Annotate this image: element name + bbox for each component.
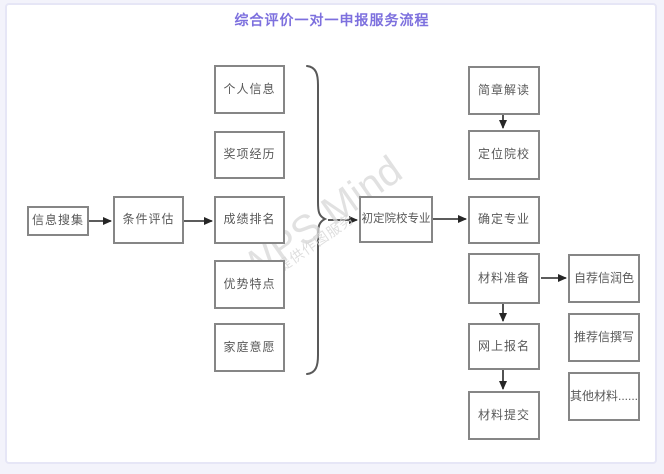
diagram-title: 综合评价一对一申报服务流程 xyxy=(234,12,430,28)
flow-node-info-collect[interactable]: 信息搜集 xyxy=(27,206,89,236)
flow-node-online-apply[interactable]: 网上报名 xyxy=(468,323,540,370)
flow-node-advantage[interactable]: 优势特点 xyxy=(214,260,285,309)
flow-node-condition-eval[interactable]: 条件评估 xyxy=(113,196,184,244)
flow-node-brochure[interactable]: 简章解读 xyxy=(468,66,540,115)
flow-node-other-material[interactable]: 其他材料...... xyxy=(568,372,640,421)
flow-node-rec-letter[interactable]: 推荐信撰写 xyxy=(568,313,640,362)
flow-node-grade-rank[interactable]: 成绩排名 xyxy=(214,196,285,244)
group-brace xyxy=(306,65,328,375)
flow-node-award-exp[interactable]: 奖项经历 xyxy=(214,131,285,179)
flow-node-material-submit[interactable]: 材料提交 xyxy=(468,391,540,440)
flow-node-family-will[interactable]: 家庭意愿 xyxy=(214,323,285,372)
flow-node-material-prep[interactable]: 材料准备 xyxy=(468,253,540,304)
flow-node-personal-info[interactable]: 个人信息 xyxy=(214,65,285,114)
flow-node-self-letter[interactable]: 自荐信润色 xyxy=(568,254,640,303)
flow-node-position-school[interactable]: 定位院校 xyxy=(468,130,540,180)
flow-node-initial-school[interactable]: 初定院校专业 xyxy=(359,196,433,243)
flow-node-confirm-major[interactable]: 确定专业 xyxy=(468,196,540,244)
